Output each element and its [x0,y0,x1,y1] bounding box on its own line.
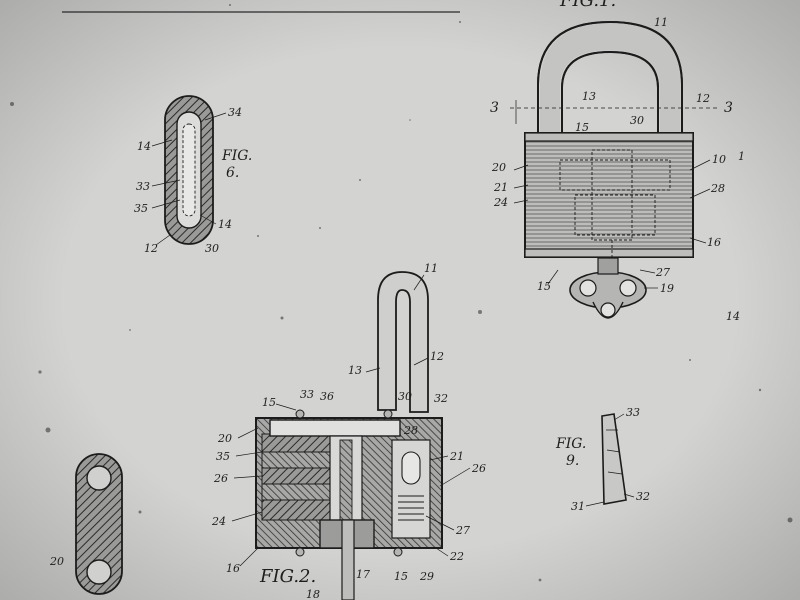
fig2-label: 30 [398,390,412,403]
fig6-label: 34 [228,106,242,119]
fig2-key-shaft [341,519,355,600]
fig1-label: 12 [696,92,710,105]
fig2-label: 21 [449,450,464,463]
partial-label: 20 [49,555,64,568]
fig1-title: FIG.1. [559,0,616,11]
fig2-shackle [377,271,429,413]
fig1-label: 15 [575,121,589,134]
fig9-label: 33 [626,406,640,419]
fig2-label: 29 [419,570,434,583]
fig1-label: 13 [582,90,596,103]
fig2-label: 33 [300,388,314,401]
fig1-label: 14 [726,310,740,323]
fig6-label: 14 [218,218,232,231]
fig1-label: 3 [724,100,733,116]
fig1-label: 28 [710,182,725,195]
fig2-label: 18 [306,588,320,600]
fig2-label: 22 [449,550,464,563]
fig1-label: 30 [630,114,644,127]
fig2-label: 27 [455,524,470,537]
fig2-label: 32 [434,392,448,405]
fig2-label: 17 [356,568,370,581]
fig6-label: 12 [144,242,158,255]
fig9-number: 9. [566,453,579,469]
fig2-label: 15 [394,570,408,583]
fig2-label: 28 [403,424,418,437]
paper-speckles [10,4,793,582]
fig1-label: 19 [660,282,674,295]
fig1-label: 21 [493,181,508,194]
fig1-label: 1 [738,150,745,163]
fig2-label: 35 [216,450,230,463]
fig6-label: 14 [137,140,151,153]
fig1-label: 24 [493,196,508,209]
fig2-label: 20 [217,432,232,445]
figure-partial: 20 [49,453,123,595]
fig2-label: 13 [348,364,362,377]
fig2-label: 26 [471,462,486,475]
fig9-part [601,413,627,505]
figure-9: FIG. 9. 33 31 32 [555,406,650,513]
fig1-label: 15 [537,280,551,293]
fig9-label: 31 [571,500,585,513]
fig1-label: 16 [707,236,721,249]
fig1-shackle-fill [540,24,680,134]
fig1-label: 27 [655,266,670,279]
fig1-label: 11 [654,16,668,29]
fig1-lock-body [524,132,694,258]
fig2-top-bar [269,419,401,437]
figure-1: FIG.1. 11 13 12 3 3 15 30 20 10 1 21 28 … [490,0,745,323]
fig2-label: 11 [424,262,438,275]
fig9-title: FIG. [555,436,586,452]
fig6-number: 6. [226,165,239,181]
fig2-title: FIG.2. [259,566,316,587]
fig1-label: 10 [712,153,726,166]
fig1-label: 3 [490,100,499,116]
fig2-label: 12 [430,350,444,363]
fig2-label: 15 [262,396,276,409]
fig6-title: FIG. [221,148,252,164]
fig6-label: 35 [134,202,148,215]
fig2-label: 24 [211,515,226,528]
fig2-label: 26 [213,472,228,485]
figure-6: FIG. 6. 34 14 33 35 14 12 30 [134,95,252,255]
fig2-label: 36 [320,390,334,403]
fig2-label: 16 [226,562,240,575]
fig6-label: 30 [205,242,219,255]
partial-link [75,453,123,595]
fig1-label: 20 [491,161,506,174]
fig6-label: 33 [136,180,150,193]
fig9-label: 32 [636,490,650,503]
figure-2: FIG.2. 11 13 12 15 33 36 30 32 20 28 35 … [211,262,486,600]
